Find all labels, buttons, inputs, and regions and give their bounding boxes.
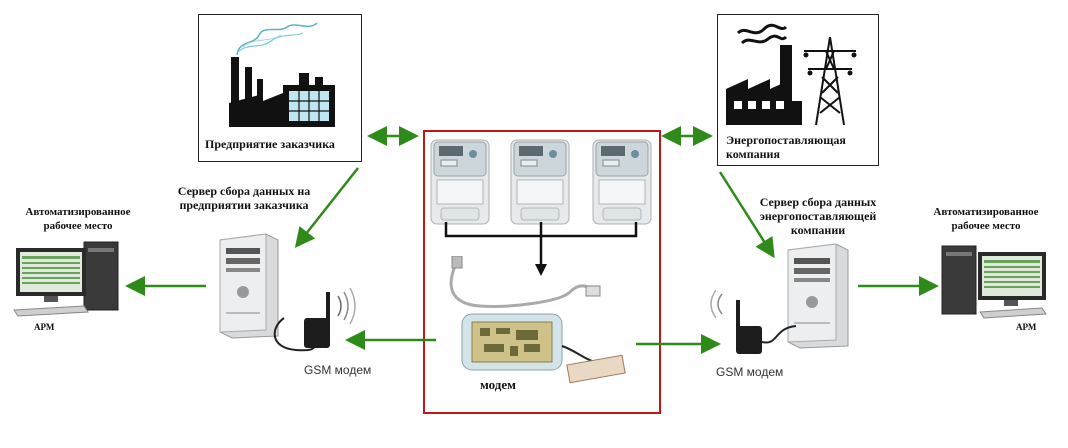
right-workstation-computer-icon (941, 245, 1047, 319)
modem-device (449, 256, 626, 384)
right-gsm-label: GSM модем (716, 365, 784, 379)
left-gsm-label: GSM модем (304, 363, 372, 377)
energy-company-caption: Энергопоставляющая компания (726, 133, 846, 161)
left-gsm-modem-icon (273, 288, 356, 352)
left-workstation-tag: АРМ (34, 322, 55, 332)
customer-enterprise-box: Предприятие заказчика (198, 14, 362, 162)
right-workstation-tag: АРМ (1016, 322, 1037, 332)
left-workstation-caption: Автоматизированное рабочее место (25, 206, 131, 232)
modem-caption: модем (479, 377, 516, 392)
left-server-caption: Сервер сбора данных на предприятии заказ… (177, 184, 311, 212)
customer-enterprise-caption: Предприятие заказчика (205, 137, 335, 151)
arrow-customer-to-server (294, 167, 359, 248)
left-workstation-computer-icon (13, 241, 119, 317)
right-gsm-modem-icon (710, 289, 797, 354)
energy-company-box: Энергопоставляющая компания (717, 14, 879, 166)
left-server-tower-icon (219, 233, 279, 339)
right-server-tower-icon (787, 243, 849, 349)
meter-bus-connector (444, 222, 638, 276)
arrow-energy-to-server (718, 171, 775, 259)
right-workstation-caption: Автоматизированное рабочее место (933, 206, 1039, 232)
factory-icon (229, 22, 335, 127)
power-plant-icon (726, 23, 857, 126)
right-server-caption: Сервер сбора данных энергопоставляющей к… (759, 195, 877, 237)
